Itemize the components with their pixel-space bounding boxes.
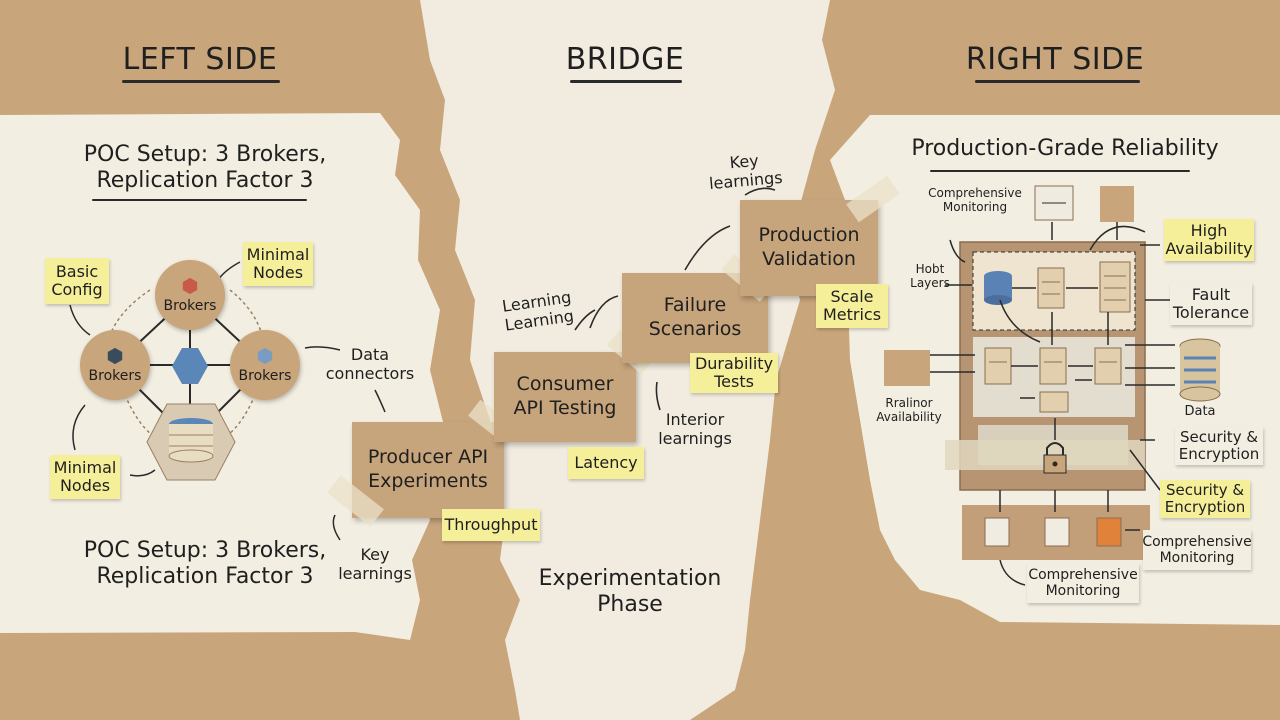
bridge-underline	[570, 80, 682, 83]
right-side-underline	[975, 80, 1140, 83]
database-hexagon-icon	[146, 403, 236, 481]
latency-note: Latency	[568, 447, 644, 479]
broker-node-top[interactable]: Brokers	[155, 260, 225, 330]
broker-right-hexagon-icon	[257, 347, 273, 364]
broker-right-label: Brokers	[238, 367, 292, 384]
production-title-underline	[930, 170, 1190, 172]
throughput-note: Throughput	[442, 509, 540, 541]
broker-top-label: Brokers	[163, 297, 217, 314]
broker-left-label: Brokers	[88, 367, 142, 384]
left-side-heading: LEFT SIDE	[122, 42, 278, 77]
left-side-underline	[122, 80, 280, 83]
security-encryption-note-2: Security &Encryption	[1160, 480, 1250, 518]
broker-node-left[interactable]: Brokers	[80, 330, 150, 400]
broker-top-hexagon-icon	[182, 277, 198, 294]
right-side-heading: RIGHT SIDE	[965, 42, 1145, 77]
data-label: Data	[1184, 404, 1216, 419]
poc-title-underline	[92, 199, 307, 201]
poc-setup-title-bottom: POC Setup: 3 Brokers, Replication Factor…	[83, 538, 327, 590]
production-grade-title: Production-Grade Reliability	[911, 136, 1219, 161]
broker-node-right[interactable]: Brokers	[230, 330, 300, 400]
broker-center-hexagon-icon	[172, 348, 208, 384]
poc-setup-title-top: POC Setup: 3 Brokers, Replication Factor…	[83, 142, 327, 194]
broker-left-hexagon-icon	[107, 347, 123, 364]
bridge-heading: BRIDGE	[565, 42, 685, 77]
security-encryption-note-1: Security &Encryption	[1175, 427, 1263, 465]
left-paper-panel	[0, 113, 445, 640]
